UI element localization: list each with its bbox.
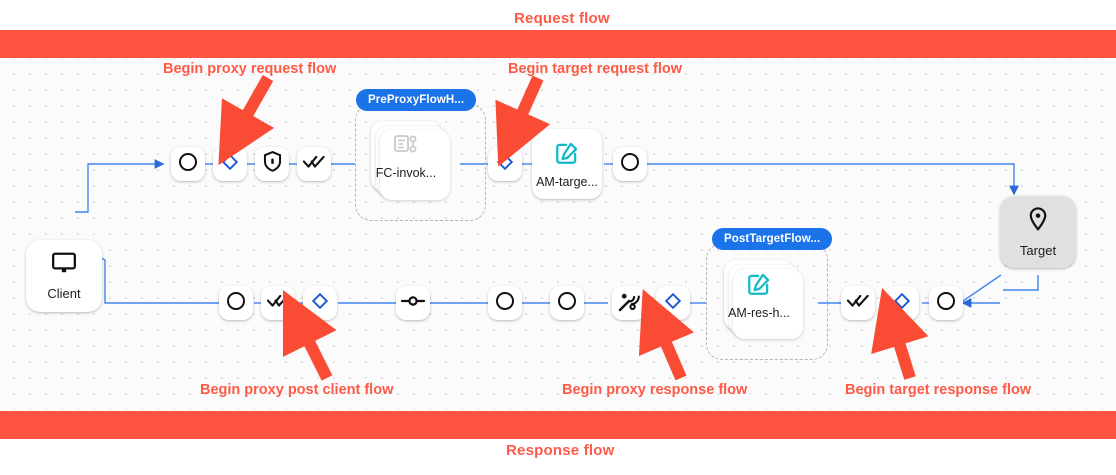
double-check-icon	[846, 293, 869, 314]
broadcast-icon	[618, 290, 640, 317]
annotation-begin-proxy-request-flow: Begin proxy request flow	[163, 61, 337, 77]
request-step-proxy-flow-start[interactable]	[213, 147, 247, 181]
response-step-target-start[interactable]	[929, 286, 963, 320]
target-request-policy-card[interactable]: AM-targe...	[532, 129, 602, 199]
request-flow-banner-label: Request flow	[514, 10, 610, 27]
response-flow-arrowhead	[0, 411, 22, 439]
circle-icon	[620, 152, 640, 177]
request-flow-bar-body	[0, 30, 1116, 58]
posttargetflowhook-policy-label: AM-res-h...	[728, 305, 790, 320]
annotation-begin-target-request-flow: Begin target request flow	[508, 61, 683, 77]
blue-diamond-icon	[664, 292, 682, 315]
link-node-icon	[400, 294, 426, 313]
flow-callout-icon	[393, 133, 419, 162]
blue-diamond-icon	[311, 292, 329, 315]
response-step-post-client-flow-start[interactable]	[303, 286, 337, 320]
request-step-security[interactable]	[255, 147, 289, 181]
response-step-target-verify[interactable]	[841, 286, 875, 320]
posttargetflowhook-badge[interactable]: PostTargetFlow...	[712, 228, 833, 250]
request-step-target-flow-start[interactable]	[488, 147, 522, 181]
annotation-begin-proxy-post-client-flow: Begin proxy post client flow	[200, 382, 394, 398]
circle-icon	[178, 152, 198, 177]
posttargetflowhook-policy-card[interactable]: AM-res-h...	[724, 260, 803, 339]
shield-lock-icon	[263, 150, 282, 177]
blue-diamond-icon	[893, 292, 911, 315]
blue-diamond-icon	[496, 153, 514, 176]
response-step-verify[interactable]	[261, 286, 295, 320]
monitor-icon	[51, 252, 77, 279]
response-flow-banner-label: Response flow	[506, 442, 615, 459]
assign-message-icon	[554, 140, 580, 171]
double-check-icon	[302, 154, 325, 175]
client-node-label: Client	[47, 285, 81, 301]
request-flow-banner-bar	[0, 30, 1116, 58]
edge-layer	[75, 159, 1039, 308]
double-check-icon	[266, 293, 289, 314]
response-step-circle-b[interactable]	[550, 286, 584, 320]
target-node-label: Target	[1019, 242, 1057, 258]
circle-icon	[557, 291, 577, 316]
circle-icon	[226, 291, 246, 316]
response-step-circle-a[interactable]	[488, 286, 522, 320]
response-step-connector[interactable]	[396, 286, 430, 320]
location-pin-icon	[1028, 206, 1048, 236]
preproxyflowhook-badge[interactable]: PreProxyFlowH...	[356, 89, 477, 111]
response-step-target-flow-start[interactable]	[885, 286, 919, 320]
response-step-broadcast[interactable]	[612, 286, 646, 320]
client-node[interactable]: Client	[26, 240, 102, 312]
assign-message-icon	[746, 271, 772, 302]
target-node[interactable]: Target	[1000, 196, 1076, 268]
response-step-client-end[interactable]	[219, 286, 253, 320]
request-step-verify[interactable]	[297, 147, 331, 181]
annotation-begin-target-response-flow: Begin target response flow	[845, 382, 1032, 398]
request-step-circle-start[interactable]	[171, 147, 205, 181]
blue-diamond-icon	[221, 153, 239, 176]
preproxyflowhook-policy-label: FC-invok...	[375, 165, 437, 180]
response-step-proxy-flow-start[interactable]	[656, 286, 690, 320]
response-flow-bar-body	[0, 411, 1116, 439]
response-flow-banner-bar	[0, 411, 1116, 439]
diagram-canvas[interactable]: Client Target	[0, 44, 1116, 410]
preproxyflowhook-policy-card[interactable]: FC-invok...	[371, 121, 450, 200]
annotation-begin-proxy-response-flow: Begin proxy response flow	[562, 382, 748, 398]
request-flow-arrowhead	[672, 30, 700, 58]
circle-icon	[936, 291, 956, 316]
circle-icon	[495, 291, 515, 316]
target-request-policy-label: AM-targe...	[536, 174, 598, 189]
request-step-target-end[interactable]	[613, 147, 647, 181]
